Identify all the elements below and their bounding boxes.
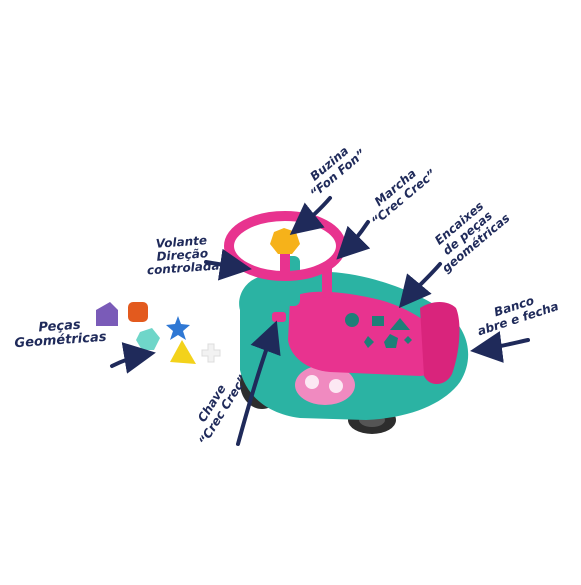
piece-blue-star [166, 316, 190, 340]
arrow-buzina [289, 196, 332, 235]
key [272, 312, 286, 322]
piece-orange-cylinder [128, 302, 148, 322]
side-decal [295, 365, 355, 405]
seat-backrest [420, 302, 460, 385]
shape-holes [345, 313, 412, 348]
piece-white-cross [201, 343, 221, 363]
arrow-pecas [110, 342, 156, 374]
arrow-marcha [336, 220, 371, 260]
arrow-chave [236, 320, 281, 446]
seat-with-shape-holes [288, 291, 449, 376]
piece-yellow-triangle [170, 340, 196, 364]
geometric-pieces [96, 302, 221, 364]
label-volante: Volante Direção controlada [146, 233, 220, 278]
arrow-banco [470, 331, 530, 363]
arrow-volante [204, 248, 252, 281]
piece-purple-shape [96, 302, 118, 326]
arrow-encaixes [398, 262, 442, 309]
piece-teal-hexagon [136, 328, 160, 350]
